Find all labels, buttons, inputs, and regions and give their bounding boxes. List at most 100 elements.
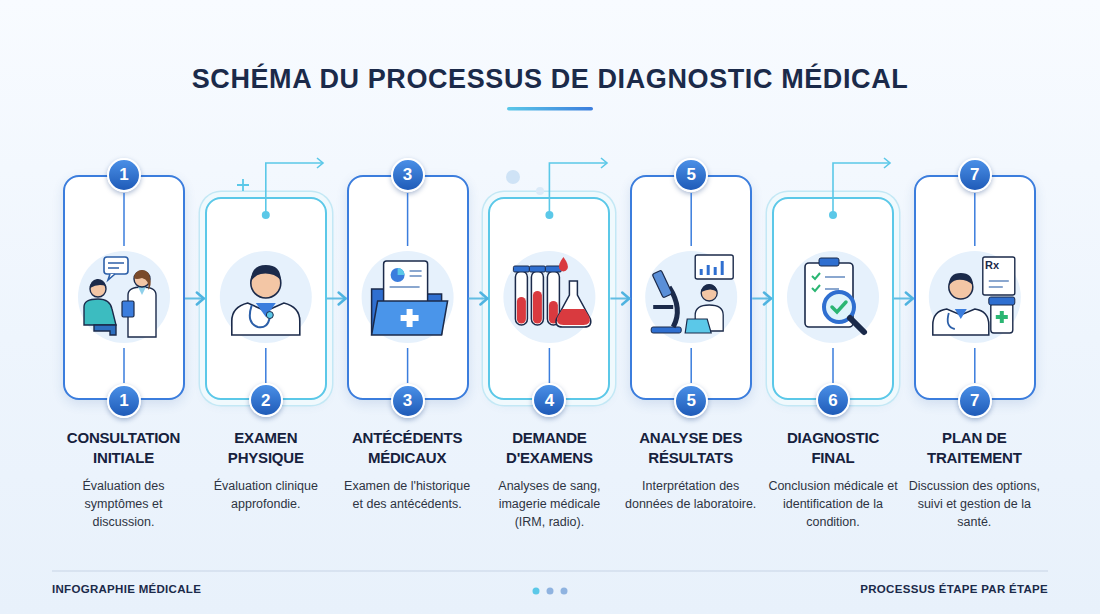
footer-dots bbox=[547, 588, 554, 595]
step-description: Analyses de sang, imagerie médicale (IRM… bbox=[476, 477, 622, 531]
test-tube-icon bbox=[517, 297, 526, 324]
stem-line bbox=[123, 193, 125, 383]
consultation-icon bbox=[90, 281, 106, 297]
footer-label: INFOGRAPHIE MÉDICALE bbox=[52, 583, 201, 595]
test-tube-icon bbox=[547, 271, 559, 325]
connector-line bbox=[327, 298, 347, 300]
doctor-icon bbox=[256, 303, 276, 317]
step-description: Discussion des options, suivi et gestion… bbox=[901, 477, 1047, 531]
step-number: 1 bbox=[119, 166, 128, 183]
test-tube-icon bbox=[557, 309, 590, 325]
microscope-icon bbox=[701, 284, 717, 292]
hook-dot bbox=[545, 211, 553, 219]
clipboard-icon bbox=[824, 292, 854, 322]
folder-icon bbox=[372, 289, 442, 334]
hook-connector bbox=[317, 158, 323, 168]
hook-dot bbox=[262, 211, 270, 219]
test-tube-icon bbox=[556, 281, 591, 327]
arrow-head bbox=[480, 293, 487, 305]
connector-line bbox=[610, 298, 630, 300]
microscope-icon bbox=[685, 319, 711, 333]
microscope-icon bbox=[645, 251, 737, 343]
step-connector bbox=[327, 293, 347, 305]
microscope-icon bbox=[651, 327, 681, 333]
step-number-circle: 3 bbox=[391, 158, 425, 192]
clipboard-icon bbox=[787, 251, 879, 343]
title-underline bbox=[507, 107, 593, 111]
step-number: 5 bbox=[686, 392, 695, 409]
step-description: Conclusion médicale et identification de… bbox=[760, 477, 906, 531]
test-tube-icon bbox=[513, 266, 529, 272]
clipboard-icon bbox=[787, 251, 879, 343]
consultation-icon bbox=[134, 271, 150, 287]
step-card: CONSULTATION INITIALEÉvaluation des symp… bbox=[63, 175, 185, 400]
arrow-head bbox=[197, 293, 204, 305]
decor-sparkles bbox=[506, 170, 520, 184]
step-title: CONSULTATION INITIALE bbox=[51, 428, 197, 468]
consultation-icon bbox=[134, 270, 151, 290]
test-tube-icon bbox=[559, 257, 568, 271]
step-description: Évaluation des symptômes et discussion. bbox=[51, 477, 197, 531]
consultation-icon bbox=[78, 251, 170, 343]
hook-connector bbox=[884, 158, 890, 168]
step-number: 3 bbox=[403, 392, 412, 409]
consultation-icon bbox=[122, 301, 134, 317]
step-caption: CONSULTATION INITIALE Évaluation des symp… bbox=[51, 428, 197, 531]
microscope-icon bbox=[653, 305, 673, 309]
microscope-icon bbox=[645, 251, 737, 343]
footer-rule bbox=[52, 570, 1048, 571]
step-card: DIAGNOSTIC FINALConclusion médicale et i… bbox=[772, 197, 894, 400]
arrow-head bbox=[339, 293, 346, 305]
microscope-icon bbox=[695, 255, 733, 279]
arrow-head bbox=[906, 293, 913, 305]
hook-connector bbox=[833, 163, 890, 215]
step-number: 6 bbox=[828, 392, 837, 409]
step-caption: EXAMEN PHYSIQUEÉvaluation clinique appro… bbox=[193, 428, 339, 513]
connector-line bbox=[894, 298, 914, 300]
treatment-icon bbox=[933, 309, 989, 335]
folder-icon bbox=[384, 261, 428, 313]
arrow-head bbox=[764, 293, 771, 305]
step-number-circle: 7 bbox=[958, 384, 992, 418]
step-number: 2 bbox=[261, 392, 270, 409]
step-description: Interprétation des données de laboratoir… bbox=[618, 477, 764, 513]
treatment-icon bbox=[949, 273, 973, 286]
folder-icon bbox=[391, 268, 405, 282]
step-title: EXAMEN PHYSIQUE bbox=[193, 428, 339, 468]
consultation-icon bbox=[104, 257, 128, 274]
connector-line bbox=[185, 298, 205, 300]
folder-icon bbox=[401, 309, 419, 327]
test-tube-icon bbox=[515, 271, 527, 325]
consultation-icon bbox=[78, 251, 170, 343]
test-tube-icon bbox=[503, 251, 595, 343]
treatment-icon bbox=[991, 303, 1013, 333]
folder-icon bbox=[398, 268, 405, 275]
step-title: ANTÉCÉDENTS MÉDICAUX bbox=[334, 428, 480, 468]
step-number-circle: 2 bbox=[249, 383, 283, 417]
treatment-icon bbox=[989, 297, 1015, 305]
microscope-icon bbox=[652, 270, 672, 298]
page-title: SCHÉMA DU PROCESSUS DE DIAGNOSTIC MÉDICA… bbox=[0, 62, 1100, 96]
step-card: PLAN DE TRAITEMENTDiscussion des options… bbox=[914, 175, 1036, 400]
hook-connector bbox=[601, 158, 607, 168]
stem-line bbox=[974, 193, 976, 383]
step-number-circle: 4 bbox=[532, 383, 566, 417]
treatment-icon bbox=[996, 311, 1008, 323]
step-number: 5 bbox=[686, 166, 695, 183]
footer-label: PROCESSUS ÉTAPE PAR ÉTAPE bbox=[860, 583, 1048, 595]
step-description: Examen de l'historique et des antécédent… bbox=[334, 477, 480, 513]
microscope-icon bbox=[669, 287, 677, 327]
doctor-icon bbox=[250, 305, 270, 327]
folder-icon bbox=[362, 251, 454, 343]
consultation-icon bbox=[108, 263, 124, 268]
doctor-icon bbox=[251, 265, 281, 282]
step-number: 3 bbox=[403, 166, 412, 183]
footer-dots bbox=[533, 588, 568, 595]
clipboard-icon bbox=[812, 273, 820, 291]
arrow-head bbox=[622, 293, 629, 305]
test-tube-icon bbox=[531, 271, 543, 325]
step-number-circle: 7 bbox=[958, 158, 992, 192]
clipboard-icon bbox=[825, 277, 845, 289]
treatment-icon bbox=[989, 281, 1009, 287]
